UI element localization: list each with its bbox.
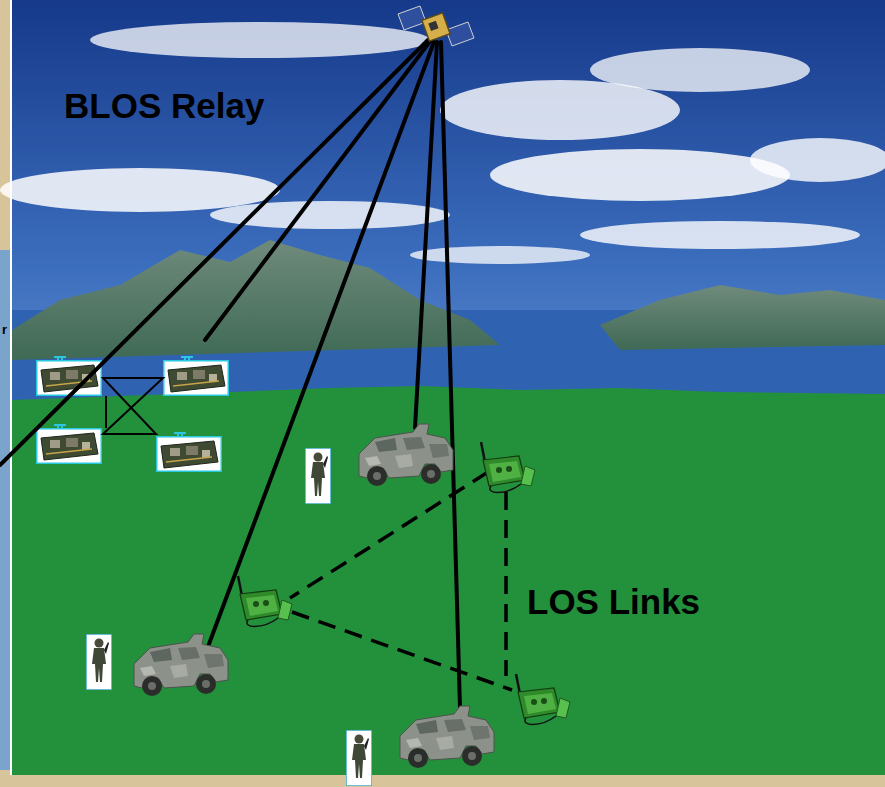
mountains xyxy=(12,240,500,360)
board-links xyxy=(103,378,163,434)
satellite xyxy=(398,6,474,46)
sky xyxy=(12,0,885,775)
soldiers xyxy=(86,448,372,786)
los-links xyxy=(290,472,512,690)
cut-label: r xyxy=(2,323,7,338)
panel-border xyxy=(10,0,12,775)
relay-label: BLOS Relay xyxy=(64,86,264,126)
blos-links xyxy=(0,40,460,708)
vehicles xyxy=(134,424,494,768)
island xyxy=(600,285,885,350)
radios xyxy=(238,442,570,725)
ground xyxy=(12,386,885,775)
links-label: LOS Links xyxy=(527,582,700,622)
boards xyxy=(37,357,229,471)
